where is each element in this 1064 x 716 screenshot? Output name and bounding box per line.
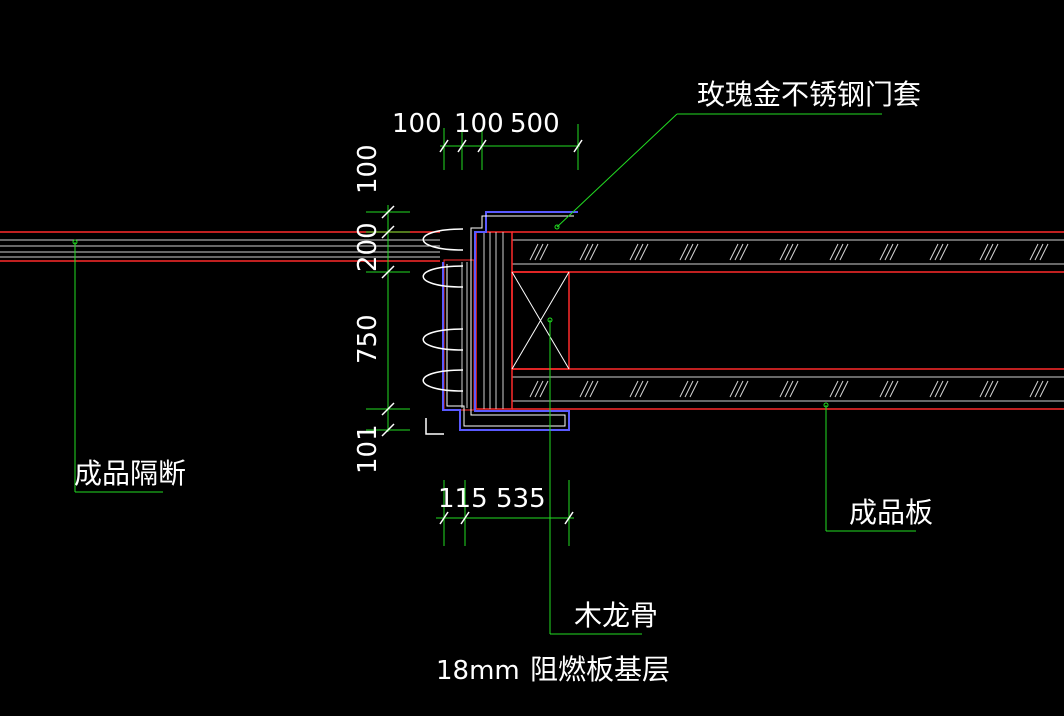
dim-top-3: 500	[510, 109, 560, 139]
label-substrate-note: 18mm	[436, 656, 520, 686]
top-dimension-lines	[439, 124, 583, 170]
dim-top-2: 100	[454, 109, 504, 139]
finished-board-panel	[512, 231, 1064, 410]
leader-lines	[72, 113, 916, 635]
label-door-casing: 玫瑰金不锈钢门套	[697, 78, 921, 111]
dim-left-3: 750	[353, 314, 383, 364]
panel-hatching-bottom	[529, 380, 1049, 398]
dim-bottom-2: 535	[496, 484, 546, 514]
dim-left-2: 200	[353, 222, 383, 272]
gasket-loops	[422, 228, 464, 435]
stainless-steel-casing	[442, 211, 578, 431]
left-dimension-lines	[366, 205, 410, 437]
label-finished-board: 成品板	[849, 496, 933, 529]
dim-left-1: 100	[353, 144, 383, 194]
label-partition: 成品隔断	[74, 457, 186, 490]
bottom-dimension-lines	[436, 480, 574, 546]
dim-left-4: 101	[353, 424, 383, 474]
label-wood-keel: 木龙骨	[574, 599, 658, 632]
panel-hatching-top	[529, 243, 1049, 261]
dim-bottom-1: 115	[438, 484, 488, 514]
dim-top-1: 100	[392, 109, 442, 139]
label-substrate: 阻燃板基层	[530, 653, 670, 686]
